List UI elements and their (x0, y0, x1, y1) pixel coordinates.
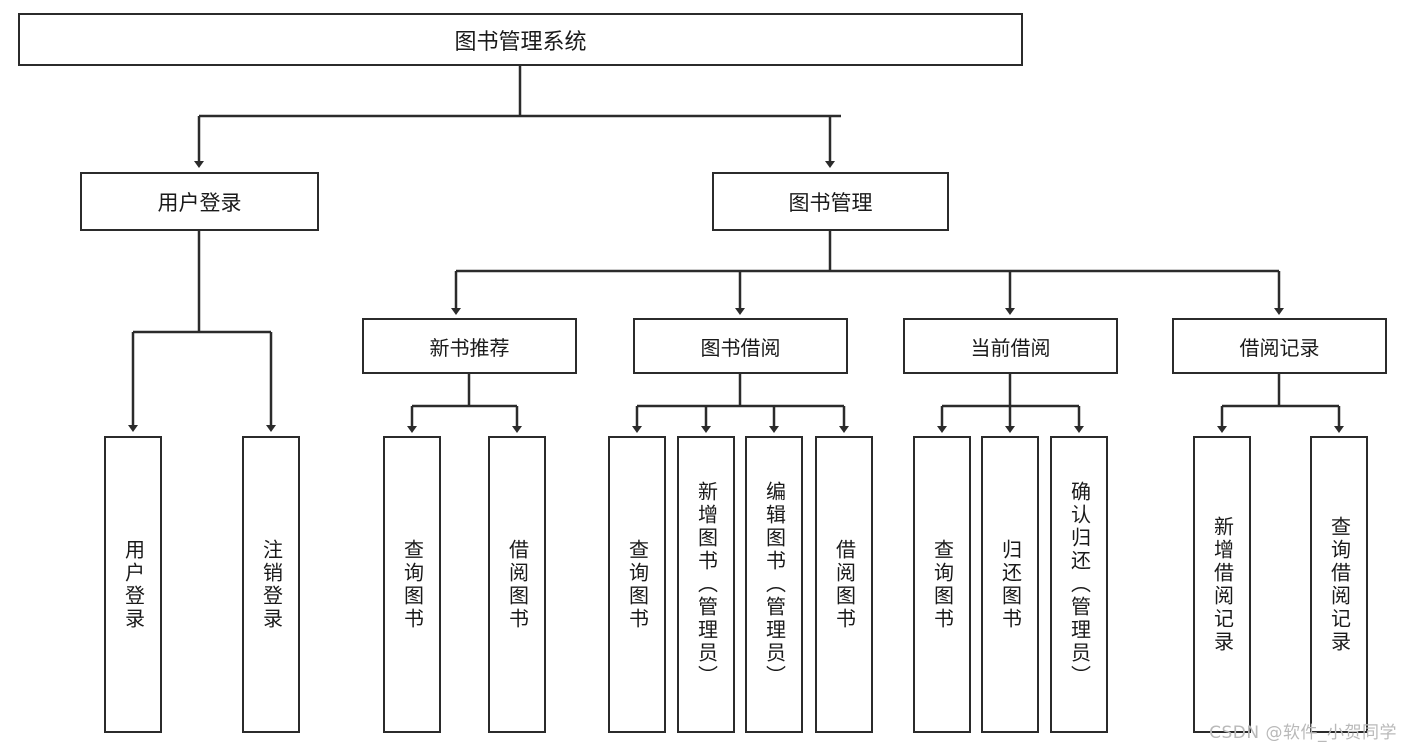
node-label: 新增借阅记录 (1210, 515, 1235, 654)
node-label: 当前借阅 (970, 335, 1051, 360)
node-label: 借阅图书 (505, 538, 530, 631)
node-current-borrowing[interactable]: 当前借阅 (903, 318, 1118, 374)
csdn-watermark: CSDN @软件_小贺同学 (1209, 723, 1397, 743)
node-label: 图书借阅 (700, 335, 781, 360)
node-label: 新书推荐 (429, 335, 510, 360)
leaf-new-book-query-books[interactable]: 查询图书 (383, 436, 441, 733)
node-label: 图书管理系统 (454, 29, 587, 55)
leaf-user-login-logout[interactable]: 注销登录 (242, 436, 300, 733)
node-label: 编辑图书（管理员） (762, 481, 787, 688)
node-label: 查询图书 (930, 538, 955, 631)
node-label: 新增图书（管理员） (694, 481, 719, 688)
node-borrowing-record[interactable]: 借阅记录 (1172, 318, 1387, 374)
leaf-borrow-borrow-books[interactable]: 借阅图书 (815, 436, 873, 733)
leaf-user-login-login[interactable]: 用户登录 (104, 436, 162, 733)
node-new-book-recommendation[interactable]: 新书推荐 (362, 318, 577, 374)
node-book-management[interactable]: 图书管理 (712, 172, 949, 231)
leaf-record-add-borrow-record[interactable]: 新增借阅记录 (1193, 436, 1251, 733)
node-label: 用户登录 (157, 190, 242, 215)
leaf-borrow-edit-book-admin[interactable]: 编辑图书（管理员） (745, 436, 803, 733)
node-label: 归还图书 (998, 538, 1023, 631)
leaf-current-query-books[interactable]: 查询图书 (913, 436, 971, 733)
node-label: 确认归还（管理员） (1067, 481, 1092, 688)
leaf-new-book-borrow-books[interactable]: 借阅图书 (488, 436, 546, 733)
leaf-current-return-books[interactable]: 归还图书 (981, 436, 1039, 733)
node-label: 查询图书 (400, 538, 425, 631)
leaf-record-query-borrow-record[interactable]: 查询借阅记录 (1310, 436, 1368, 733)
node-label: 注销登录 (259, 538, 284, 631)
node-book-borrowing[interactable]: 图书借阅 (633, 318, 848, 374)
leaf-borrow-add-book-admin[interactable]: 新增图书（管理员） (677, 436, 735, 733)
node-root-book-management-system[interactable]: 图书管理系统 (18, 13, 1023, 66)
node-label: 用户登录 (121, 538, 146, 631)
leaf-current-confirm-return-admin[interactable]: 确认归还（管理员） (1050, 436, 1108, 733)
node-label: 查询图书 (625, 538, 650, 631)
node-user-login[interactable]: 用户登录 (80, 172, 319, 231)
node-label: 借阅图书 (832, 538, 857, 631)
node-label: 图书管理 (788, 190, 873, 215)
node-label: 查询借阅记录 (1327, 515, 1352, 654)
leaf-borrow-query-books[interactable]: 查询图书 (608, 436, 666, 733)
node-label: 借阅记录 (1239, 335, 1320, 360)
